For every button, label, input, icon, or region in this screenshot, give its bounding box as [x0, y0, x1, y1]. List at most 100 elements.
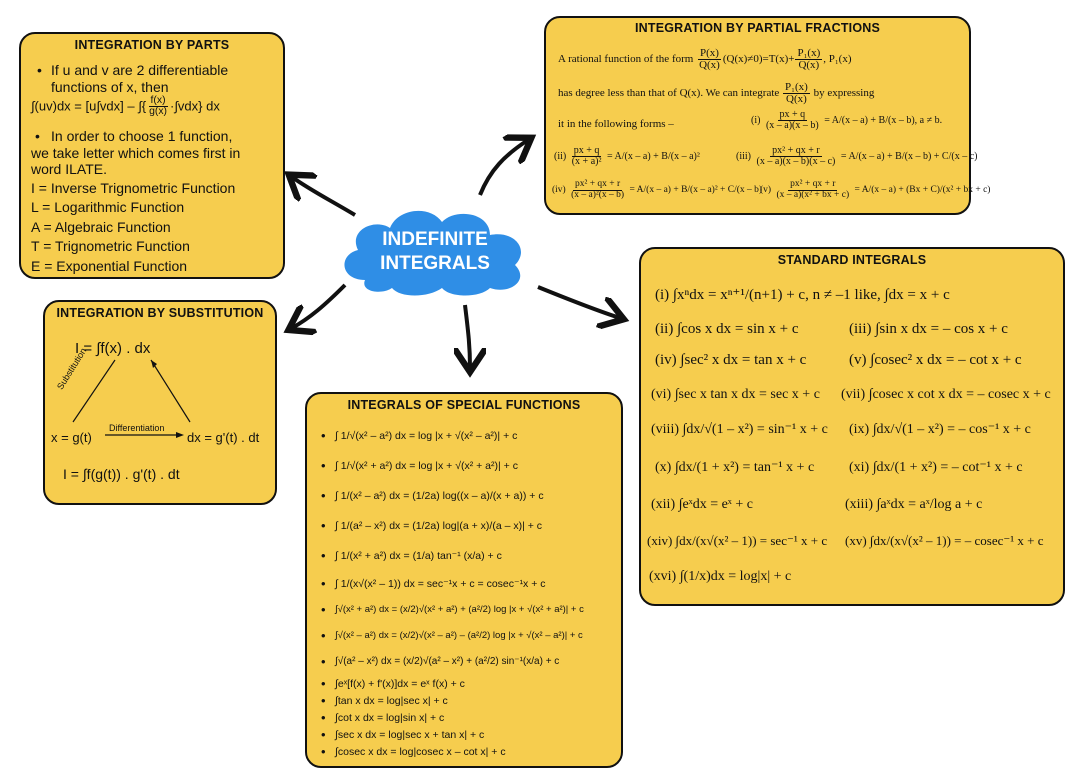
standard-item-12: (xii) ∫eˣdx = eˣ + c: [651, 497, 753, 512]
special-item-14: ∫cosec x dx = log|cosec x – cot x| + c: [321, 744, 506, 759]
standard-item-11: (xi) ∫dx/(1 + x²) = – cot⁻¹ x + c: [849, 460, 1023, 475]
partial-form-ii-label: (ii): [554, 150, 567, 162]
partial-form-ii: (ii) px + q(x + a)² = A/(x – a) + B/(x –…: [554, 146, 700, 167]
partial-l1-pre: A rational function of the form: [558, 53, 694, 66]
substitution-title: INTEGRATION BY SUBSTITUTION: [56, 306, 264, 320]
substitution-bottom-formula: I = ∫f(g(t)) . g'(t) . dt: [63, 466, 180, 482]
parts-b1-l2: functions of x, then: [51, 79, 169, 95]
standard-item-2: (ii) ∫cos x dx = sin x + c: [655, 321, 799, 337]
partial-l2-pre: has degree less than that of Q(x). We ca…: [558, 87, 780, 100]
ilate-item-i: I = Inverse Trignometric Function: [31, 179, 236, 196]
partial-title: INTEGRATION BY PARTIAL FRACTIONS: [634, 21, 881, 35]
partial-form-ii-num: px + q: [571, 145, 602, 157]
partial-form-iv-num: px² + qx + r: [572, 179, 623, 191]
arrow-to-substitution: [292, 283, 347, 328]
standard-item-13: (xiii) ∫aˣdx = aˣ/log a + c: [845, 497, 983, 512]
partial-l2-post: by expressing: [813, 87, 875, 100]
substitution-right-formula: dx = g'(t) . dt: [187, 430, 260, 445]
partial-box: INTEGRATION BY PARTIAL FRACTIONS A ratio…: [544, 16, 990, 215]
arrow-to-parts: [292, 177, 357, 217]
ilate-item-e: E = Exponential Function: [31, 257, 188, 274]
arrow-to-special: [465, 304, 470, 368]
standard-title: STANDARD INTEGRALS: [777, 253, 927, 267]
partial-form-iii-label: (iii): [736, 150, 751, 162]
substitution-edge-bottom: Differentiation: [109, 423, 165, 433]
standard-item-14: (xiv) ∫dx/(x√(x² – 1)) = sec⁻¹ x + c: [647, 533, 828, 548]
partial-line-2: has degree less than that of Q(x). We ca…: [558, 82, 874, 105]
partial-l1-post: , P₁(x): [823, 53, 852, 66]
special-item-9: ∫√(a² – x²) dx = (x/2)√(a² – x²) + (a²/2…: [321, 654, 559, 669]
partial-form-v: (v) px² + qx + r(x – a)(x² + bx + c) = A…: [760, 179, 990, 200]
partial-form-ii-rhs: = A/(x – a) + B/(x – a)²: [606, 150, 700, 162]
standard-item-4: (iv) ∫sec² x dx = tan x + c: [655, 352, 807, 368]
partial-form-v-lhs: px² + qx + r(x – a)(x² + bx + c): [774, 179, 851, 200]
substitution-triangle: [72, 359, 191, 438]
partial-frac-p1q-2: P₁(x)Q(x): [783, 81, 810, 105]
standard-item-15: (xv) ∫dx/(x√(x² – 1)) = – cosec⁻¹ x + c: [845, 533, 1044, 548]
standard-item-6: (vi) ∫sec x tan x dx = sec x + c: [651, 387, 820, 402]
parts-formula-lhs: ∫(uv)dx = [u∫vdx] – ∫{: [31, 98, 147, 114]
partial-frac-p1q: P₁(x)Q(x): [795, 47, 823, 71]
parts-formula: ∫(uv)dx = [u∫vdx] – ∫{f(x)g(x)·∫vdx} dx: [31, 95, 220, 118]
partial-form-v-den: (x – a)(x² + bx + c): [776, 189, 850, 200]
standard-item-7: (vii) ∫cosec x cot x dx = – cosec x + c: [841, 387, 1051, 402]
center-cloud: [344, 210, 521, 296]
substitution-left-formula: x = g(t): [51, 430, 92, 445]
parts-title: INTEGRATION BY PARTS: [74, 38, 230, 52]
standard-item-1: (i) ∫xⁿdx = xⁿ⁺¹/(n+1) + c, n ≠ –1 like,…: [655, 287, 950, 303]
standard-item-5: (v) ∫cosec² x dx = – cot x + c: [849, 352, 1022, 368]
special-item-11: ∫tan x dx = log|sec x| + c: [321, 693, 448, 708]
parts-formula-frac: f(x)g(x): [147, 95, 169, 118]
partial-line-1: A rational function of the form P(x)Q(x)…: [558, 48, 852, 71]
special-item-7: ∫√(x² + a²) dx = (x/2)√(x² + a²) + (a²/2…: [321, 602, 584, 617]
center-title-line2: INTEGRALS: [380, 253, 490, 274]
partial-form-i: (i) px + q(x – a)(x – b) = A/(x – a) + B…: [751, 110, 942, 131]
partial-form-iv: (iv) px² + qx + r(x – a)²(x – b) = A/(x …: [552, 179, 762, 200]
parts-formula-rhs: ·∫vdx} dx: [170, 98, 220, 114]
standard-item-8: (viii) ∫dx/√(1 – x²) = sin⁻¹ x + c: [651, 422, 828, 437]
special-item-10: ∫eˣ[f(x) + f'(x)]dx = eˣ f(x) + c: [321, 676, 465, 691]
parts-b2-l1: In order to choose 1 function,: [51, 128, 233, 144]
partial-form-v-num: px² + qx + r: [788, 179, 838, 191]
arrow-to-standard: [537, 285, 620, 318]
substitution-top-formula: I = ∫f(x) . dx: [75, 340, 151, 357]
partial-form-iv-den: (x – a)²(x – b): [571, 189, 625, 200]
special-item-2: ∫ 1/√(x² + a²) dx = log |x + √(x² + a²)|…: [321, 458, 518, 473]
partial-form-i-den: (x – a)(x – b): [765, 120, 819, 131]
parts-b1-l1: If u and v are 2 differentiable: [51, 62, 229, 78]
standard-item-9: (ix) ∫dx/√(1 – x²) = – cos⁻¹ x + c: [849, 422, 1031, 437]
standard-item-16: (xvi) ∫(1/x)dx = log|x| + c: [649, 569, 792, 584]
partial-l1-mid: (Q(x)≠0)=T(x)+: [722, 53, 795, 66]
standard-item-3: (iii) ∫sin x dx = – cos x + c: [849, 321, 1008, 337]
parts-formula-den: g(x): [149, 106, 168, 118]
special-item-6: ∫ 1/(x√(x² – 1)) dx = sec⁻¹x + c = cosec…: [321, 576, 546, 591]
partial-form-iv-label: (iv): [552, 185, 566, 196]
partial-form-iii-num: px² + qx + r: [770, 145, 822, 157]
special-item-12: ∫cot x dx = log|sin x| + c: [321, 710, 444, 725]
ilate-item-a: A = Algebraic Function: [31, 218, 171, 235]
arrow-to-partial: [478, 140, 528, 196]
partial-form-i-label: (i): [751, 114, 761, 126]
partial-form-iii-rhs: = A/(x – a) + B/(x – b) + C/(x – c): [840, 150, 978, 162]
parts-b2-l3: word ILATE.: [31, 161, 107, 177]
partial-form-iii: (iii) px² + qx + r(x – a)(x – b)(x – c) …: [736, 146, 977, 167]
partial-form-ii-den: (x + a)²: [571, 156, 602, 167]
partial-form-i-rhs: = A/(x – a) + B/(x – b), a ≠ b.: [824, 114, 943, 126]
center-title-line1: INDEFINITE: [382, 229, 488, 250]
partial-form-iv-lhs: px² + qx + r(x – a)²(x – b): [569, 179, 626, 200]
partial-form-ii-lhs: px + q(x + a)²: [570, 146, 604, 167]
parts-formula-num: f(x): [148, 95, 168, 108]
partial-form-i-num: px + q: [777, 109, 808, 121]
center-title: INDEFINITE INTEGRALS: [355, 228, 515, 276]
parts-bullet-2: • In order to choose 1 function,: [35, 128, 233, 144]
substitution-box: INTEGRATION BY SUBSTITUTION I = ∫f(x) . …: [43, 300, 277, 505]
partial-form-i-lhs: px + q(x – a)(x – b): [764, 110, 821, 131]
special-item-13: ∫sec x dx = log|sec x + tan x| + c: [321, 727, 484, 742]
parts-bullet-1: If u and v are 2 differentiable function…: [37, 62, 229, 96]
special-item-1: ∫ 1/√(x² – a²) dx = log |x + √(x² – a²)|…: [321, 428, 517, 443]
special-box: INTEGRALS OF SPECIAL FUNCTIONS ∫ 1/√(x² …: [305, 392, 623, 768]
standard-item-10: (x) ∫dx/(1 + x²) = tan⁻¹ x + c: [655, 460, 815, 475]
parts-box: INTEGRATION BY PARTS If u and v are 2 di…: [19, 32, 285, 279]
partial-form-iii-den: (x – a)(x – b)(x – c): [756, 156, 836, 167]
